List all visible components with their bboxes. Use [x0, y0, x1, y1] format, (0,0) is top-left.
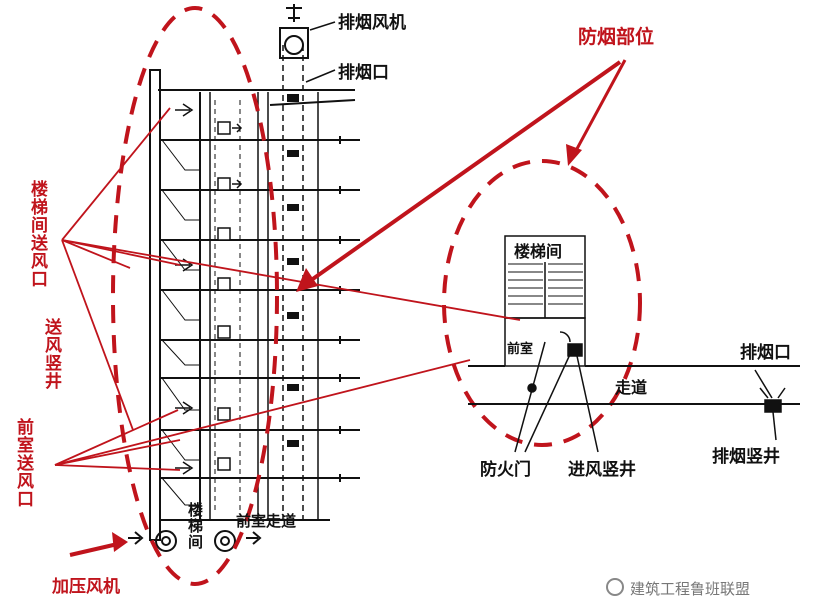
stairwell-bottom-label: 楼梯间 — [186, 502, 204, 550]
arrowheads — [112, 144, 582, 552]
stair-outlet-arrows — [175, 103, 194, 475]
exhaust-outlet-right-label: 排烟口 — [740, 343, 791, 363]
exhaust-outlet-top-label: 排烟口 — [338, 63, 389, 83]
stair-supply-outlet-label: 楼梯间送风口 — [27, 180, 47, 288]
corridor-label: 走道 — [615, 378, 648, 397]
stairwell-detail-label: 楼梯间 — [514, 238, 563, 262]
wechat-icon — [606, 578, 624, 596]
anteroom-plan — [504, 317, 586, 367]
anteroom-supply-outlet-label: 前室送风口 — [13, 418, 33, 508]
exhaust-shaft-label: 排烟竖井 — [712, 447, 780, 467]
anteroom-detail-label: 前室 — [507, 342, 534, 357]
stair-flights — [161, 139, 200, 506]
watermark: 建筑工程鲁班联盟 — [606, 578, 750, 599]
exhaust-fan-symbol — [279, 4, 309, 59]
exhaust-outlets — [287, 94, 299, 447]
top-leaders — [305, 21, 336, 83]
watermark-text: 建筑工程鲁班联盟 — [630, 580, 751, 598]
detail-leaders — [514, 341, 777, 453]
right-highlight-ellipse — [442, 159, 642, 447]
pressurization-fan-label: 加压风机 — [52, 577, 120, 597]
air-inlet-shaft-label: 进风竖井 — [568, 460, 636, 480]
highlight-ellipses — [111, 6, 642, 586]
building-section — [149, 45, 356, 541]
fire-door-label: 防火门 — [480, 460, 531, 480]
smoke-prevention-area-label: 防烟部位 — [578, 26, 655, 48]
supply-shaft-label: 送风竖井 — [41, 318, 61, 390]
plan-detail — [468, 235, 800, 413]
anteroom-corridor-label: 前室走道 — [236, 512, 297, 530]
pressurization-fan-symbols — [128, 530, 262, 552]
left-highlight-ellipse — [111, 6, 279, 586]
stair-supply-shaft — [149, 69, 161, 541]
anteroom-outlets — [217, 121, 243, 471]
exhaust-fan-label: 排烟风机 — [338, 13, 406, 33]
